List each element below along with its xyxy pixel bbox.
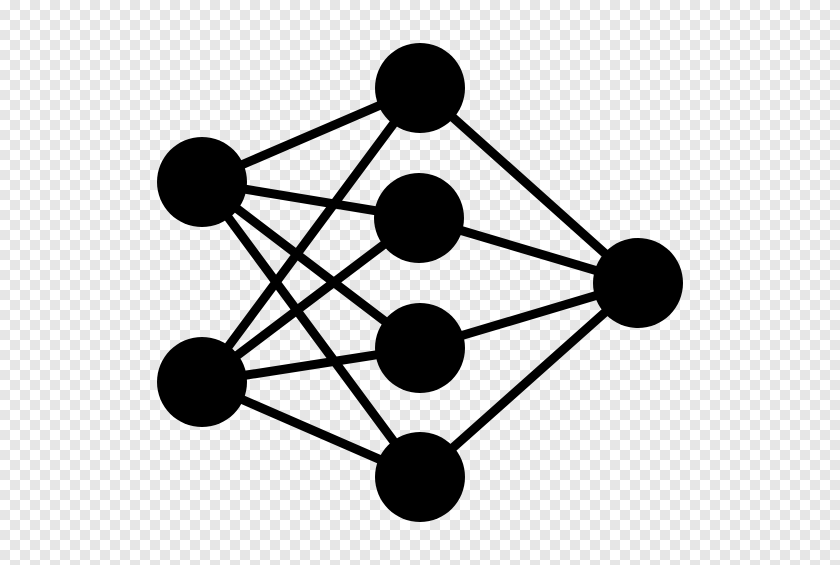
connection-input-node-1-hidden-node-4 — [197, 177, 425, 482]
connection-input-node-2-hidden-node-1 — [197, 83, 425, 387]
hidden-node-2 — [374, 173, 464, 263]
output-node — [593, 238, 683, 328]
connection-input-node-1-hidden-node-3 — [197, 177, 425, 353]
connection-input-node-2-hidden-node-2 — [197, 213, 424, 387]
network-nodes — [157, 43, 683, 522]
hidden-node-3 — [375, 303, 465, 393]
connection-hidden-node-4-output-node — [415, 278, 643, 482]
input-node-1 — [157, 137, 247, 227]
connection-hidden-node-1-output-node — [415, 83, 643, 288]
hidden-node-4 — [375, 432, 465, 522]
connection-lines — [197, 83, 643, 482]
hidden-node-1 — [375, 43, 465, 133]
input-node-2 — [157, 337, 247, 427]
